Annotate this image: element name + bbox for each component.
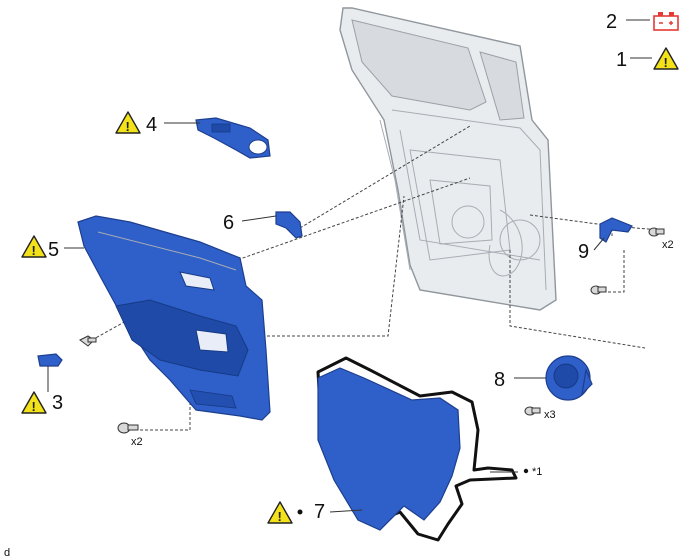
svg-text:!: ! xyxy=(664,55,668,70)
door-trim-bracket xyxy=(599,217,633,243)
note-reference: *1 xyxy=(532,466,542,478)
svg-text:!: ! xyxy=(32,399,36,414)
bracket-screw-right xyxy=(648,227,665,237)
warning-icon: ! xyxy=(653,47,679,70)
quantity-screw: x2 xyxy=(131,436,143,448)
callout-8: 8 xyxy=(494,369,505,391)
courtesy-lamp-cover xyxy=(37,353,63,392)
inside-handle-cover-clip xyxy=(275,211,303,239)
callout-5: 5 xyxy=(48,239,59,261)
trim-screws-bottom xyxy=(117,422,139,434)
warning-icon: ! xyxy=(267,501,293,524)
callout-9: 9 xyxy=(578,241,589,263)
callout-7: 7 xyxy=(314,501,325,523)
bullet-icon xyxy=(297,509,303,515)
service-hole-cover-with-butyl-tape xyxy=(316,356,518,542)
warning-icon: ! xyxy=(21,235,47,258)
callout-leaders xyxy=(64,19,652,513)
quantity-speaker: x3 xyxy=(544,409,556,421)
callout-2: 2 xyxy=(606,11,617,33)
rear-door-trim-board xyxy=(77,215,271,421)
power-window-switch-base xyxy=(195,117,271,159)
speaker-screws xyxy=(524,406,541,416)
callout-6: 6 xyxy=(223,212,234,234)
bracket-screw-lower xyxy=(590,285,607,295)
svg-text:!: ! xyxy=(278,509,282,524)
svg-text:!: ! xyxy=(32,243,36,258)
warning-icon: ! xyxy=(115,111,141,134)
bullet-icon xyxy=(523,468,529,474)
trim-clip-left xyxy=(79,335,97,347)
battery-icon xyxy=(653,12,679,31)
quantity-clip: x2 xyxy=(662,239,674,251)
callout-1: 1 xyxy=(616,49,627,71)
svg-text:!: ! xyxy=(126,119,130,134)
warning-icon: ! xyxy=(21,391,47,414)
callout-3: 3 xyxy=(52,392,63,414)
rear-speaker xyxy=(545,355,593,401)
callout-4: 4 xyxy=(146,114,157,136)
corner-mark: d xyxy=(4,547,10,559)
rear-door-panel xyxy=(339,7,557,311)
